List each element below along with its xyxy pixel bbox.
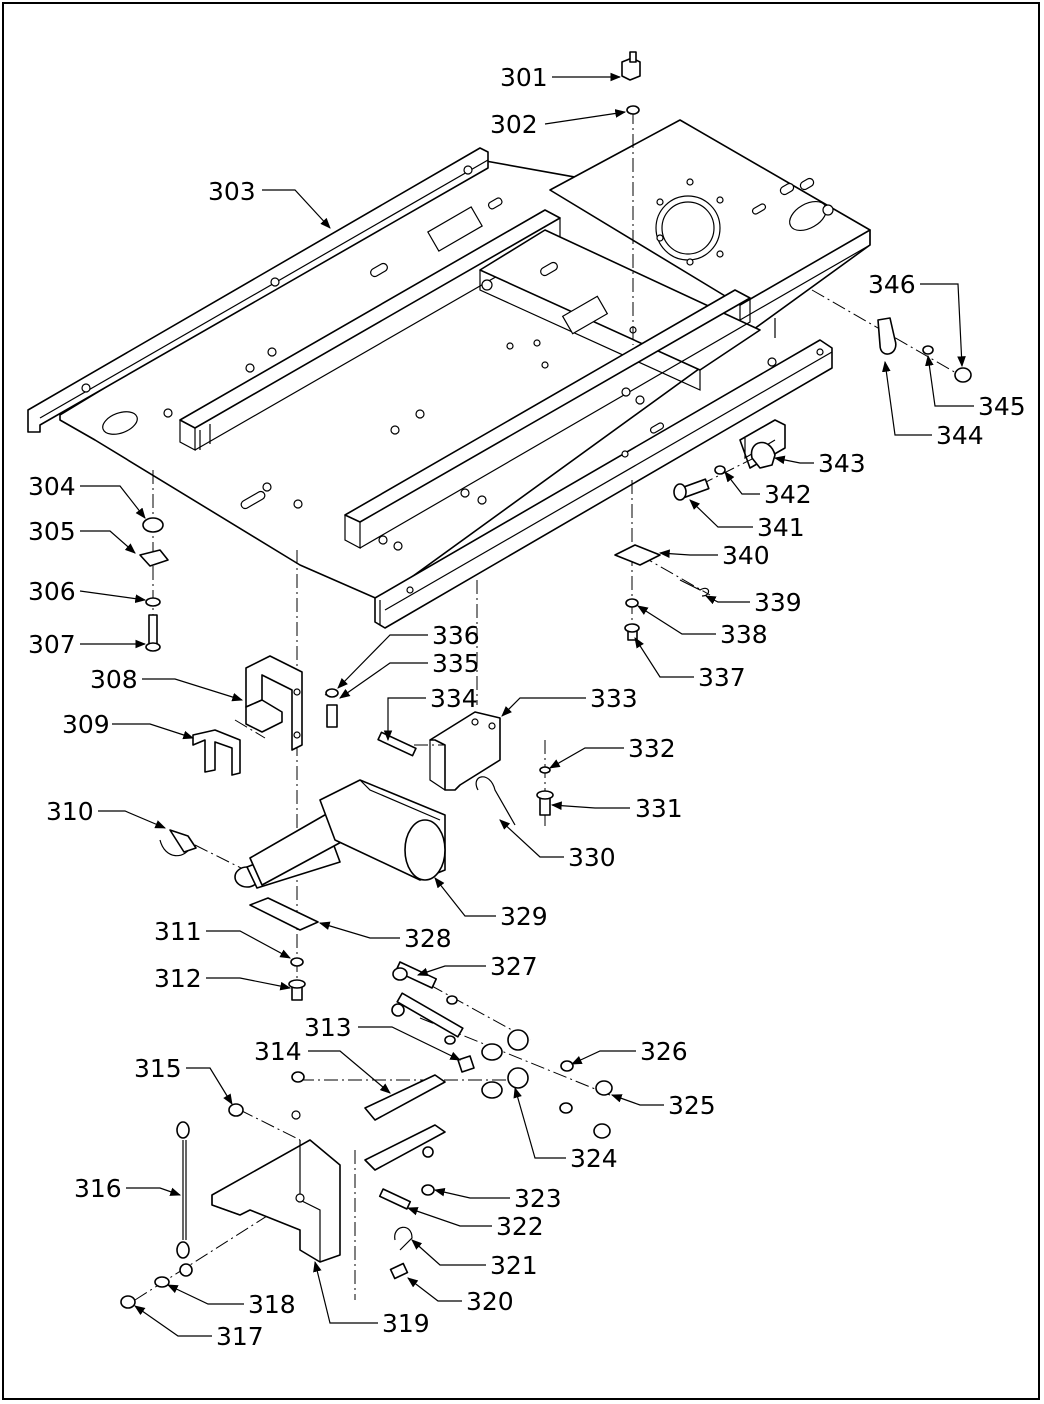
callout-327: 327: [490, 952, 538, 981]
leader-334: [383, 697, 426, 742]
callout-319: 319: [382, 1309, 430, 1338]
callout-317: 317: [216, 1322, 264, 1351]
hardware-parts: [120, 51, 972, 1309]
leader-344: [882, 360, 932, 436]
callout-308: 308: [90, 665, 138, 694]
leader-316: [126, 1187, 182, 1196]
callout-330: 330: [568, 843, 616, 872]
callout-310: 310: [46, 797, 94, 826]
callout-306: 306: [28, 577, 76, 606]
callout-326: 326: [640, 1037, 688, 1066]
callout-311: 311: [154, 917, 202, 946]
leader-317: [134, 1305, 212, 1337]
leader-303: [262, 189, 331, 229]
callout-321: 321: [490, 1251, 538, 1280]
callout-340: 340: [722, 541, 770, 570]
leader-338: [637, 605, 716, 635]
callout-337: 337: [698, 663, 746, 692]
leader-315: [186, 1067, 233, 1105]
callout-320: 320: [466, 1287, 514, 1316]
leader-302: [544, 109, 627, 125]
callout-315: 315: [134, 1054, 182, 1083]
leader-318: [167, 1284, 244, 1305]
leader-312: [206, 977, 292, 991]
leader-323: [433, 1187, 510, 1199]
callout-344: 344: [936, 421, 984, 450]
leader-310: [98, 810, 166, 829]
callout-305: 305: [28, 517, 76, 546]
leader-343: [773, 455, 814, 465]
callout-labels: 3013023033043053063073083093103113123133…: [28, 63, 1026, 1351]
leader-324: [513, 1086, 566, 1159]
callout-323: 323: [514, 1184, 562, 1213]
leader-341: [689, 499, 753, 528]
callout-313: 313: [304, 1013, 352, 1042]
callout-332: 332: [628, 734, 676, 763]
leader-319: [313, 1260, 378, 1324]
callout-342: 342: [764, 480, 812, 509]
callout-309: 309: [62, 710, 110, 739]
callout-343: 343: [818, 449, 866, 478]
callout-leaders: [79, 72, 974, 1337]
leader-342: [724, 471, 760, 495]
leader-304: [80, 485, 146, 519]
callout-314: 314: [254, 1037, 302, 1066]
callout-345: 345: [978, 392, 1026, 421]
leader-335: [339, 662, 428, 699]
leader-320: [407, 1277, 462, 1302]
leader-311: [206, 930, 291, 959]
leader-333: [501, 697, 586, 717]
callout-336: 336: [432, 621, 480, 650]
leader-321: [411, 1239, 486, 1266]
leader-313: [358, 1026, 461, 1061]
leader-328: [318, 921, 400, 939]
leader-308: [142, 678, 244, 702]
callout-312: 312: [154, 964, 202, 993]
leader-331: [550, 801, 630, 810]
callout-328: 328: [404, 924, 452, 953]
leader-327: [416, 965, 486, 977]
leader-305: [80, 530, 136, 554]
leader-325: [610, 1094, 664, 1106]
callout-322: 322: [496, 1212, 544, 1241]
leader-332: [549, 747, 624, 769]
callout-346: 346: [868, 270, 916, 299]
callout-338: 338: [720, 620, 768, 649]
callout-331: 331: [635, 794, 683, 823]
leader-314: [308, 1050, 391, 1094]
callout-324: 324: [570, 1144, 618, 1173]
main-frame-303: [27, 119, 871, 629]
leader-336: [337, 634, 428, 689]
leader-337: [634, 637, 694, 678]
callout-303: 303: [208, 177, 256, 206]
callout-334: 334: [430, 684, 478, 713]
callout-339: 339: [754, 588, 802, 617]
leader-309: [112, 723, 195, 740]
callout-329: 329: [500, 902, 548, 931]
callout-301: 301: [500, 63, 548, 92]
leader-322: [406, 1207, 492, 1227]
callout-333: 333: [590, 684, 638, 713]
leader-306: [79, 590, 147, 603]
callout-307: 307: [28, 630, 76, 659]
callout-304: 304: [28, 472, 76, 501]
leader-326: [571, 1050, 636, 1065]
callout-316: 316: [74, 1174, 122, 1203]
leader-346: [920, 283, 966, 368]
callout-341: 341: [757, 513, 805, 542]
leader-340: [658, 549, 718, 558]
callout-318: 318: [248, 1290, 296, 1319]
callout-302: 302: [490, 110, 538, 139]
leader-329: [434, 877, 496, 917]
callout-325: 325: [668, 1091, 716, 1120]
actuator-329: [234, 779, 446, 889]
callout-335: 335: [432, 649, 480, 678]
leader-330: [499, 819, 564, 858]
leader-345: [925, 354, 974, 407]
leader-339: [705, 595, 750, 605]
